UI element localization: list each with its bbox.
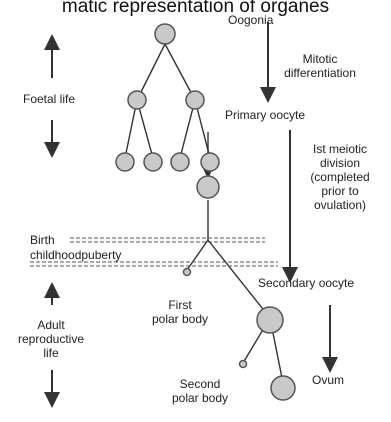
label-first-meiotic-division: Ist meiotic division (completed prior to…	[290, 142, 390, 212]
secondary-oocyte-cell	[257, 307, 283, 333]
label-birth: Birth	[30, 233, 55, 247]
oocyte-cell-1	[116, 153, 134, 171]
ovum-cell	[271, 376, 295, 400]
label-ovum: Ovum	[312, 373, 344, 387]
oocyte-cell-2	[144, 153, 162, 171]
label-oogonia: Oogonia	[228, 13, 273, 27]
second-polar-body-cell	[240, 361, 247, 368]
oogonium-daughter-right	[186, 91, 204, 109]
oogonium-daughter-left	[128, 91, 146, 109]
first-polar-body-cell	[184, 269, 191, 276]
oocyte-cell-4	[201, 153, 219, 171]
label-adult-reproductive-life: Adult reproductive life	[10, 318, 92, 360]
label-second-polar-body: Second polar body	[155, 377, 245, 405]
label-childhood-puberty: childhoodpuberty	[30, 248, 121, 262]
label-first-polar-body: First polar body	[140, 298, 220, 326]
label-foetal-life: Foetal life	[23, 92, 75, 106]
label-mitotic-differentiation: Mitotic differentiation	[270, 52, 370, 80]
oocyte-cell-3	[171, 153, 189, 171]
label-primary-oocyte: Primary oocyte	[225, 108, 305, 122]
label-secondary-oocyte: Secondary oocyte	[258, 276, 354, 290]
oogonium-cell	[155, 24, 175, 44]
primary-oocyte-cell	[197, 176, 219, 198]
lineage-lines	[125, 44, 282, 378]
